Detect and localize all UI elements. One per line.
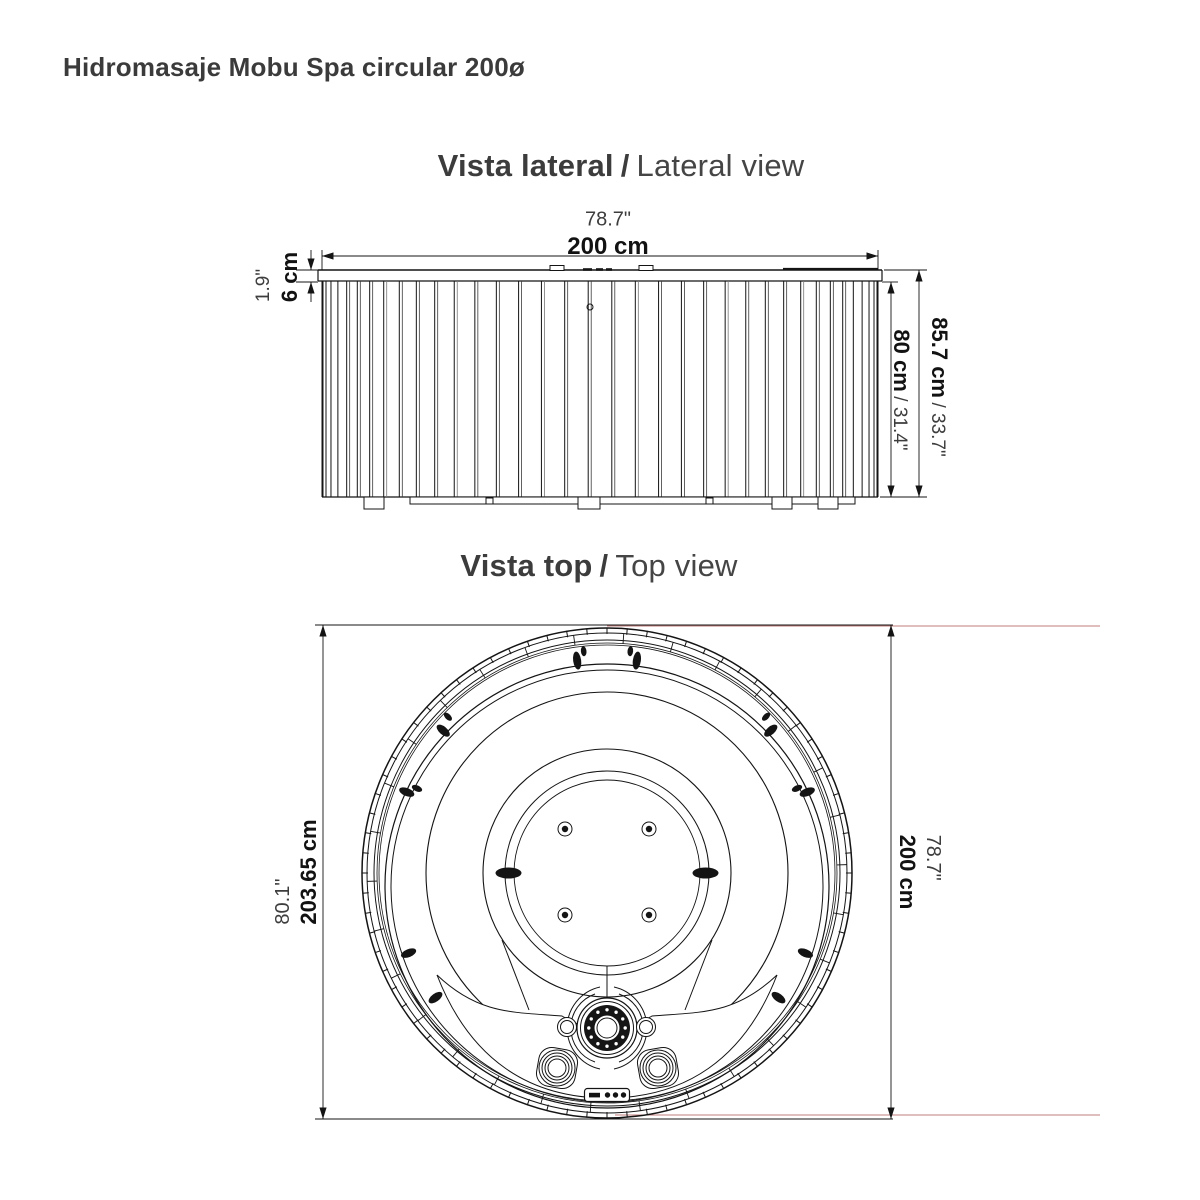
body-height-inches: / 31.4" (889, 396, 910, 451)
heading-separator-2: / (599, 548, 609, 583)
heading-separator: / (620, 148, 630, 183)
lid-height-inches: 1.9" (253, 268, 274, 303)
lid-height-cm: 6 cm (277, 251, 302, 303)
lateral-lid-height-label: 1.9" 6 cm (251, 252, 303, 302)
lateral-total-height-label: 85.7 cm / 33.7" (926, 317, 952, 456)
body-height-cm: 80 cm (889, 329, 914, 392)
lateral-width-inches-label: 78.7" (584, 208, 632, 231)
lateral-width-cm-label: 200 cm (567, 233, 649, 260)
inner-diameter-cm: 200 cm (895, 834, 920, 910)
page-title: Hidromasaje Mobu Spa circular 200ø (63, 52, 525, 82)
lateral-body-height-label: 80 cm / 31.4" (888, 329, 914, 450)
outer-diameter-inches: 80.1" (272, 878, 294, 925)
total-height-cm: 85.7 cm (927, 317, 952, 398)
lateral-heading-es: Vista lateral (437, 148, 614, 183)
lateral-view-heading: Vista lateral/Lateral view (438, 148, 805, 184)
top-heading-en: Top view (615, 548, 738, 583)
top-outer-diameter-label: 80.1" 203.65 cm (270, 819, 322, 924)
outer-diameter-cm: 203.65 cm (296, 819, 321, 925)
top-view-heading: Vista top/Top view (460, 548, 737, 584)
total-height-inches: / 33.7" (927, 402, 948, 457)
top-heading-es: Vista top (460, 548, 593, 583)
inner-diameter-inches: 78.7" (922, 834, 944, 881)
lateral-heading-en: Lateral view (636, 148, 805, 183)
top-inner-diameter-label: 78.7" 200 cm (894, 835, 946, 910)
